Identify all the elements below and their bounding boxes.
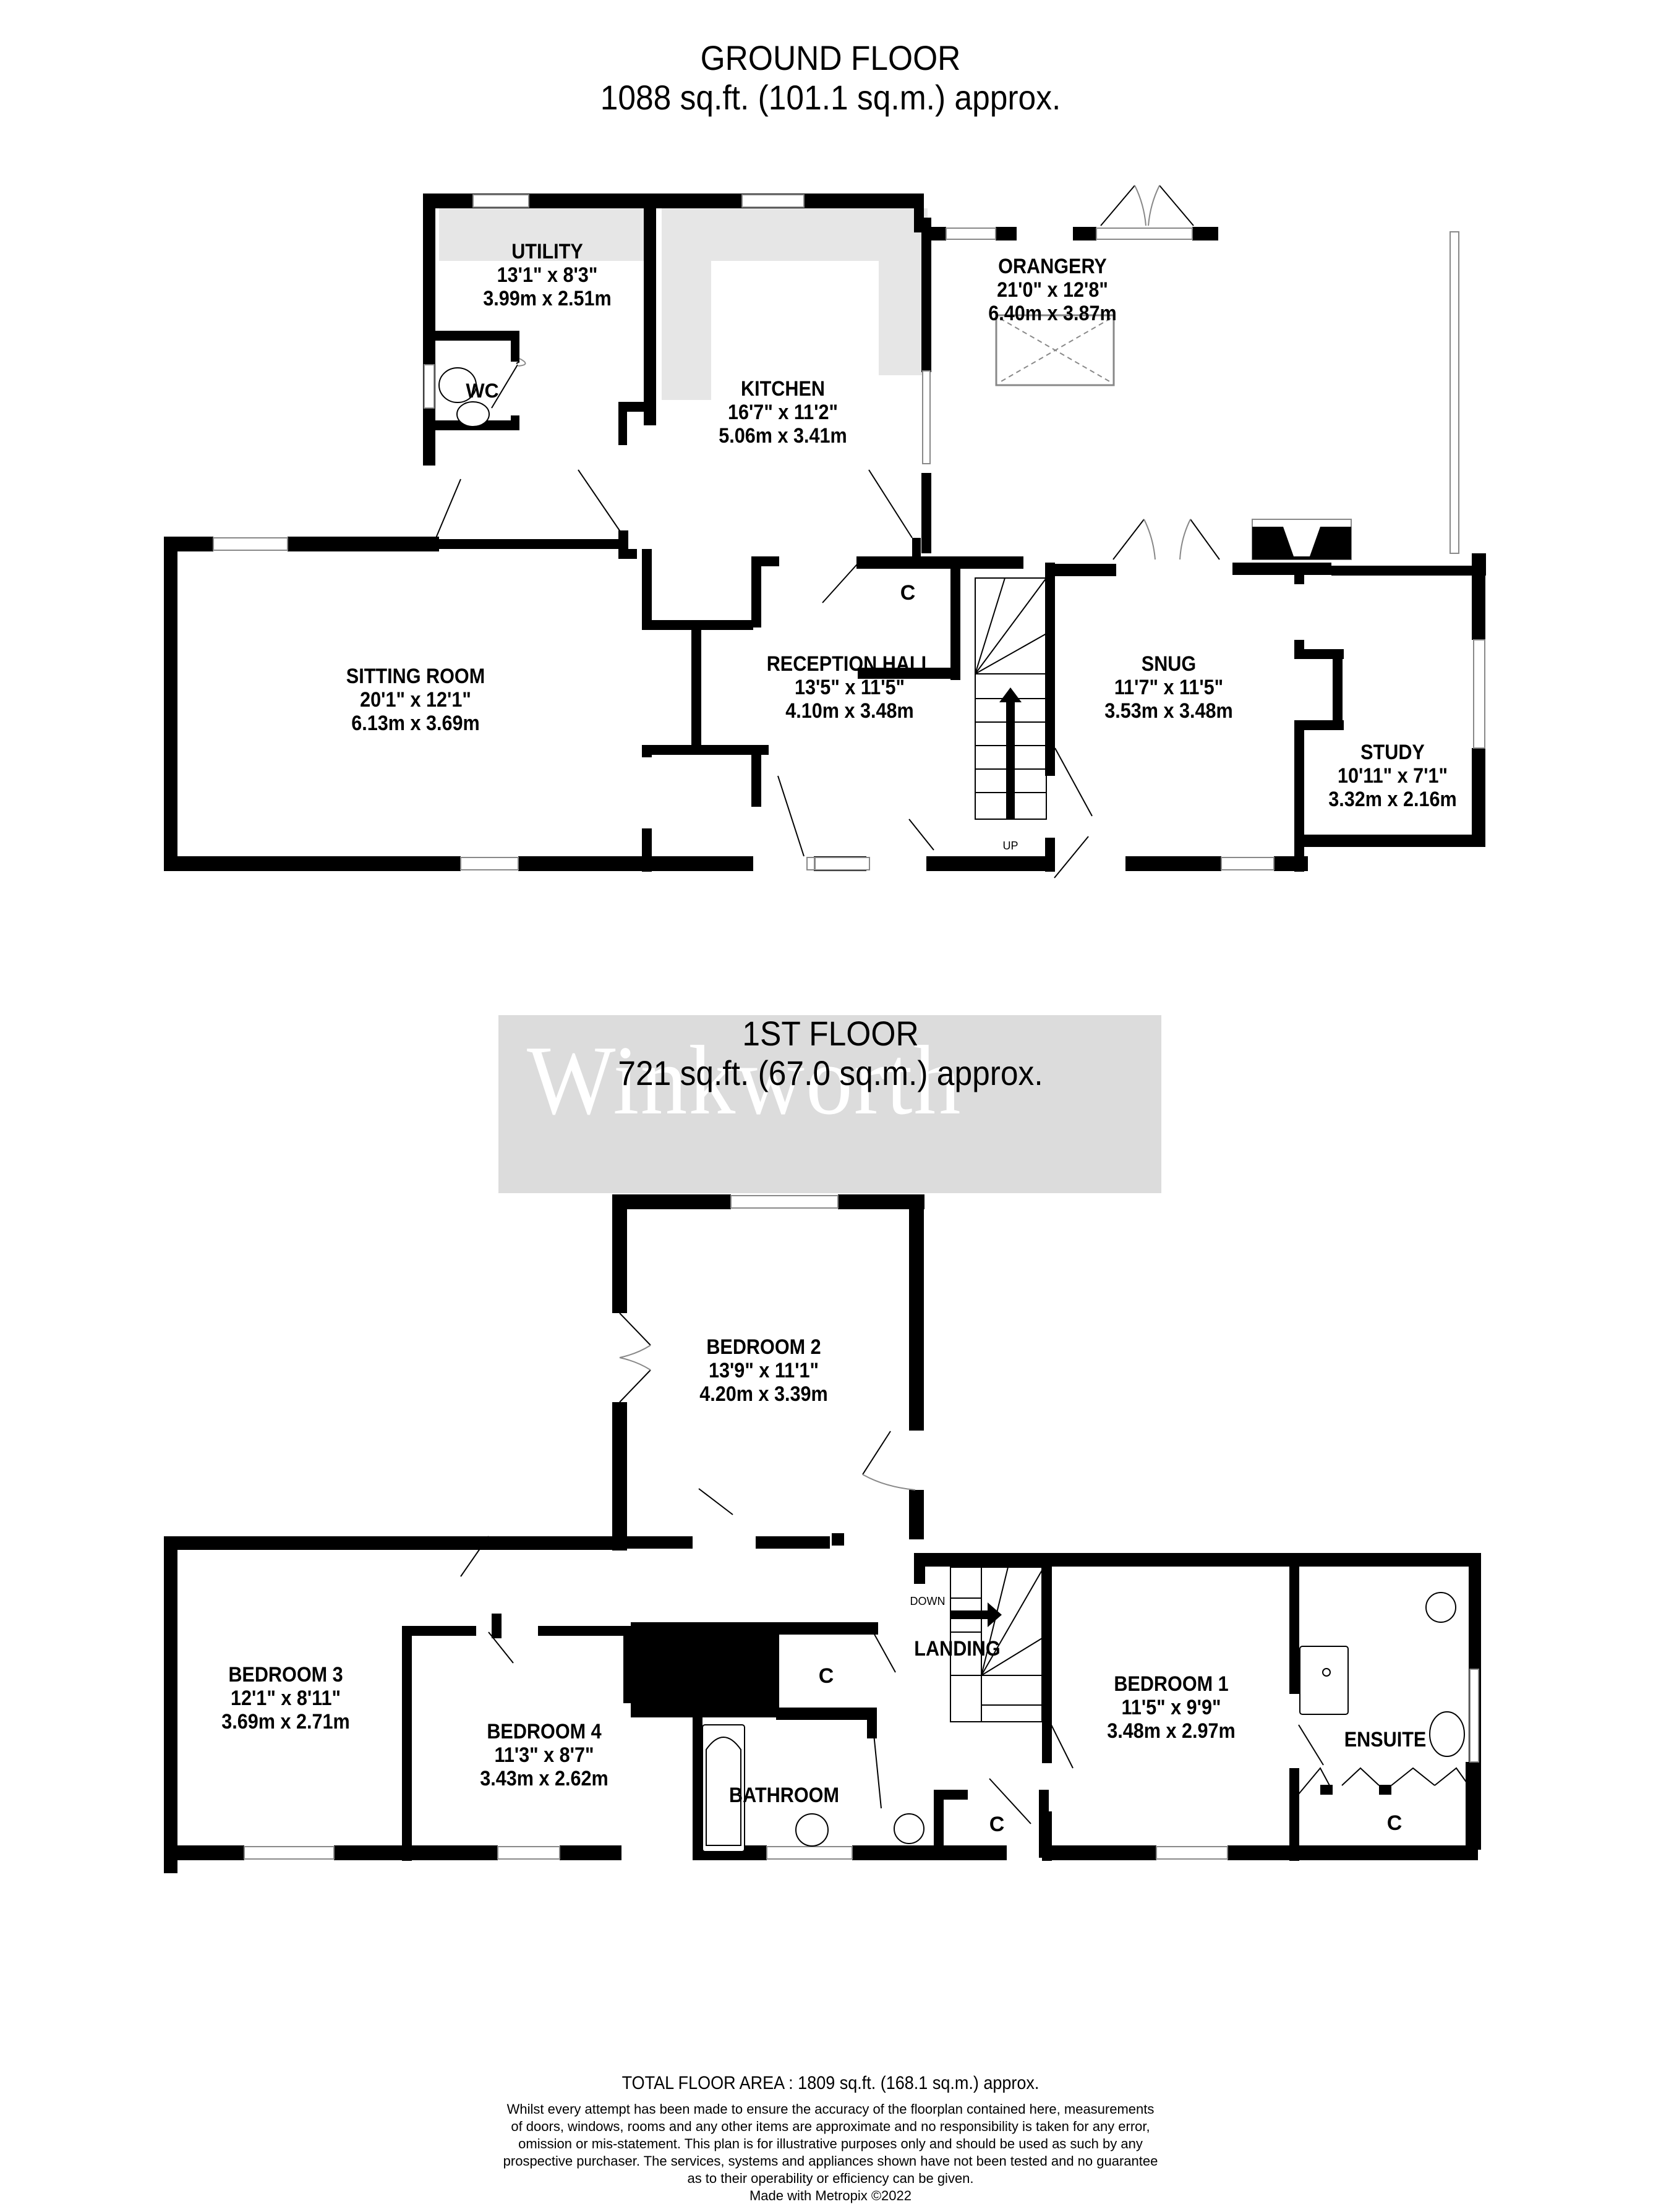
shower-tray-icon [1299, 1646, 1349, 1715]
roof-lantern-icon [995, 314, 1115, 386]
room-label-bedroom-3: BEDROOM 3 12'1" x 8'11" 3.69m x 2.71m [221, 1663, 350, 1733]
stairs-up-label: UP [1002, 840, 1018, 852]
total-floor-area: TOTAL FLOOR AREA : 1809 sq.ft. (168.1 sq… [621, 2073, 1040, 2093]
bathroom-toilet-icon [894, 1813, 924, 1844]
ground-floor-plan [164, 185, 1486, 878]
room-label-wc: WC [466, 380, 499, 402]
room-label-snug: SNUG 11'7" x 11'5" 3.53m x 3.48m [1104, 652, 1233, 723]
disclaimer-line: of doors, windows, rooms and any other i… [511, 2119, 1150, 2134]
stairs-up-arrow-icon [999, 687, 1022, 819]
disclaimer-line: prospective purchaser. The services, sys… [503, 2153, 1158, 2169]
ensuite-toilet-icon [1425, 1592, 1456, 1623]
room-label-study: STUDY 10'11" x 7'1" 3.32m x 2.16m [1328, 741, 1457, 811]
room-label-landing: LANDING [914, 1637, 1001, 1661]
disclaimer-line: omission or mis-statement. This plan is … [518, 2136, 1143, 2151]
first-floor-windows [244, 1195, 1479, 1860]
basin-icon [456, 401, 490, 427]
ground-floor-title: GROUND FLOOR [700, 38, 961, 77]
wc-fixtures [438, 367, 490, 427]
watermark-band [498, 1015, 1161, 1193]
room-label-orangery: ORANGERY 21'0" x 12'8" 6.40m x 3.87m [988, 255, 1117, 325]
cupboard-label-ensuite: C [1386, 1811, 1403, 1835]
room-label-bedroom-2: BEDROOM 2 13'9" x 11'1" 4.20m x 3.39m [699, 1335, 828, 1406]
room-label-bedroom-1: BEDROOM 1 11'5" x 9'9" 3.48m x 2.97m [1107, 1672, 1236, 1743]
ground-floor-area: 1088 sq.ft. (101.1 sq.m.) approx. [600, 78, 1061, 117]
stairs-down-label: DOWN [910, 1595, 946, 1607]
ground-floor-heading: GROUND FLOOR 1088 sq.ft. (101.1 sq.m.) a… [66, 38, 1594, 117]
room-label-bedroom-4: BEDROOM 4 11'3" x 8'7" 3.43m x 2.62m [480, 1720, 608, 1790]
kitchen-worktop-left [662, 208, 711, 400]
utility-worktop [439, 208, 647, 261]
ensuite-basin-icon [1429, 1711, 1465, 1757]
kitchen-worktop-right [879, 208, 928, 375]
first-floor-walls [164, 1194, 1481, 1873]
cupboard-label-bathroom: C [989, 1813, 1005, 1836]
cupboard-label-hall: C [900, 581, 916, 605]
footer: TOTAL FLOOR AREA : 1809 sq.ft. (168.1 sq… [0, 2072, 1661, 2205]
room-label-utility: UTILITY 13'1" x 8'3" 3.99m x 2.51m [483, 240, 612, 310]
first-floor-area: 721 sq.ft. (67.0 sq.m.) approx. [618, 1053, 1043, 1092]
room-label-sitting-room: SITTING ROOM 20'1" x 12'1" 6.13m x 3.69m [346, 665, 485, 735]
first-floor-heading: 1ST FLOOR 721 sq.ft. (67.0 sq.m.) approx… [66, 1014, 1594, 1093]
disclaimer-line: as to their operability or efficiency ca… [687, 2171, 974, 2186]
cupboard-label-landing: C [818, 1664, 834, 1688]
room-label-ensuite: ENSUITE [1344, 1728, 1427, 1751]
first-floor-doors [460, 1312, 1469, 1824]
room-label-kitchen: KITCHEN 16'7" x 11'2" 5.06m x 3.41m [719, 377, 847, 448]
ground-floor-walls [164, 194, 1486, 872]
first-floor-title: 1ST FLOOR [742, 1014, 919, 1053]
bathroom-basin-icon [795, 1813, 829, 1847]
bathroom-fixtures [702, 1592, 1465, 1852]
ground-floor-windows [213, 194, 1485, 870]
first-floor-stairs [950, 1567, 1043, 1722]
stairs-down-arrow-icon [950, 1602, 1002, 1627]
disclaimer: Whilst every attempt has been made to en… [0, 2101, 1661, 2205]
disclaimer-line: Whilst every attempt has been made to en… [506, 2101, 1155, 2117]
first-floor-plan [164, 1194, 1481, 1873]
room-label-bathroom: BATHROOM [729, 1784, 839, 1807]
credit-line: Made with Metropix ©2022 [749, 2188, 912, 2203]
watermark-logo: Winkworth [527, 1025, 962, 1135]
room-label-reception-hall: RECEPTION HALL 13'5" x 11'5" 4.10m x 3.4… [766, 652, 933, 723]
toilet-icon [438, 367, 477, 403]
ground-floor-doors [435, 185, 1220, 878]
